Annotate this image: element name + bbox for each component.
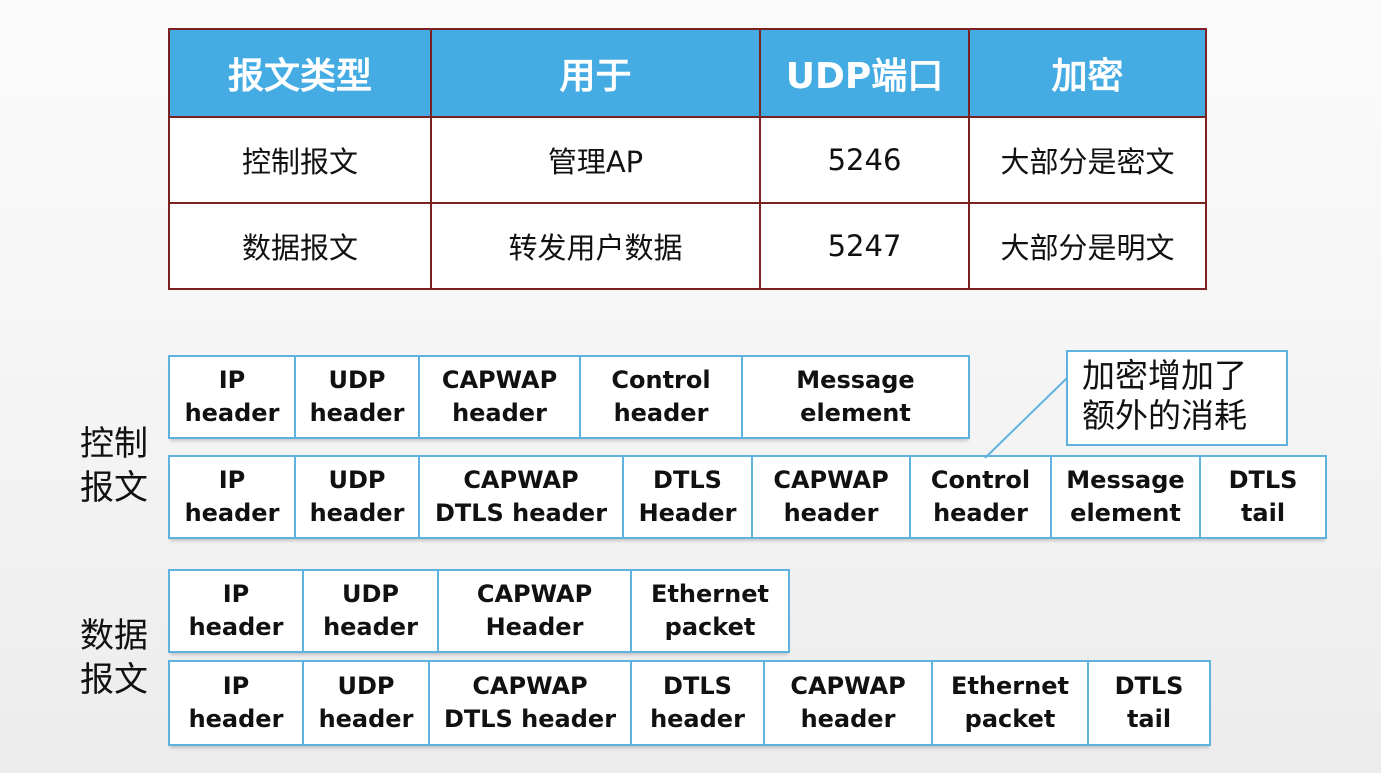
packet-field: Control header [581,357,743,437]
control-message-label: 控制 报文 [80,424,148,508]
callout-pointer-line [984,377,1068,459]
packet-field: IP header [170,571,304,651]
packet-field: CAPWAP DTLS header [430,662,632,744]
packet-field: UDP header [296,457,420,537]
callout-box: 加密增加了 额外的消耗 [1066,350,1288,446]
header-udp-port: UDP端口 [759,28,970,118]
control-packet-dtls: IP header UDP header CAPWAP DTLS header … [168,455,1327,539]
cell-port: 5246 [759,116,970,204]
control-packet-plain: IP header UDP header CAPWAP header Contr… [168,355,970,439]
data-packet-plain: IP header UDP header CAPWAP Header Ether… [168,569,790,653]
packet-field: Ethernet packet [651,580,769,641]
packet-field: DTLS Header [624,457,753,537]
packet-field: CAPWAP Header [439,571,632,651]
data-message-label: 数据 报文 [80,616,148,700]
packet-field: IP header [170,457,296,537]
table-row: 控制报文 管理AP 5246 大部分是密文 [168,116,1207,204]
packet-field: DTLS tail [1228,466,1298,527]
header-encryption: 加密 [968,28,1207,118]
packet-field: CAPWAP header [765,662,933,744]
packet-field: IP header [170,662,304,744]
table-row: 数据报文 转发用户数据 5247 大部分是明文 [168,202,1207,290]
packet-field: Message element [796,366,915,427]
data-packet-dtls: IP header UDP header CAPWAP DTLS header … [168,660,1211,746]
cell-type: 数据报文 [168,202,432,290]
header-usage: 用于 [430,28,761,118]
packet-field: UDP header [304,662,430,744]
packet-field: Control header [911,457,1052,537]
packet-field: CAPWAP DTLS header [420,457,624,537]
packet-field: CAPWAP header [753,457,911,537]
packet-field: Message element [1052,457,1201,537]
packet-field: IP header [170,357,296,437]
cell-encryption: 大部分是密文 [968,116,1207,204]
packet-field: UDP header [304,571,439,651]
cell-usage: 转发用户数据 [430,202,761,290]
packet-field: DTLS tail [1114,672,1184,733]
packet-field: DTLS header [632,662,765,744]
packet-field: CAPWAP header [420,357,581,437]
cell-usage: 管理AP [430,116,761,204]
packet-field: Ethernet packet [933,662,1089,744]
table-header-row: 报文类型 用于 UDP端口 加密 [168,28,1207,118]
cell-encryption: 大部分是明文 [968,202,1207,290]
header-message-type: 报文类型 [168,28,432,118]
comparison-table: 报文类型 用于 UDP端口 加密 控制报文 管理AP 5246 大部分是密文 数… [168,28,1207,290]
packet-field: UDP header [296,357,420,437]
cell-type: 控制报文 [168,116,432,204]
cell-port: 5247 [759,202,970,290]
